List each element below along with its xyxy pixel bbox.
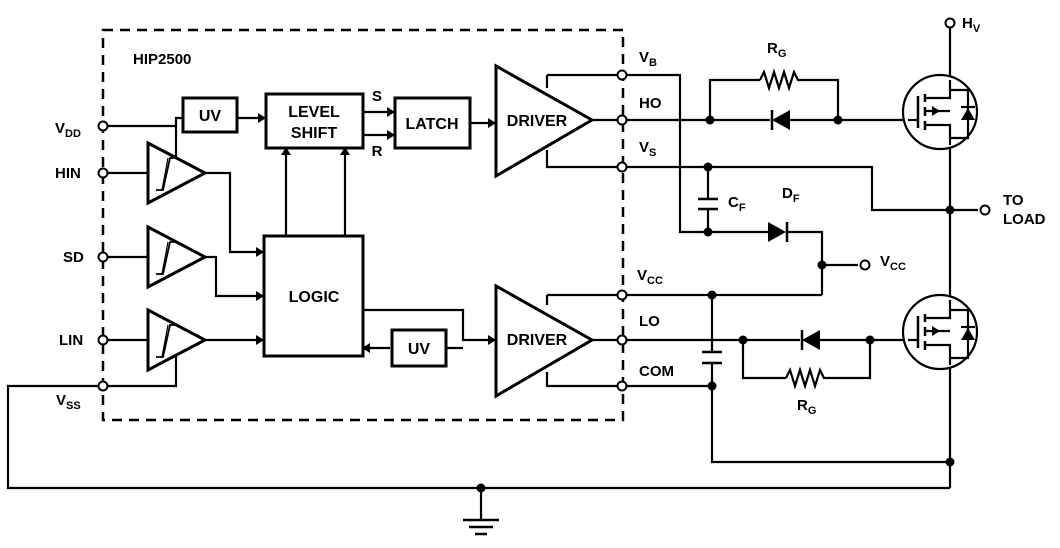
arrowheads: [183, 107, 496, 353]
pin-terminals: [97, 17, 991, 392]
low-side-driver-label: DRIVER: [507, 332, 568, 349]
mosfet-high-side: [901, 73, 979, 151]
high-side-driver: [494, 63, 596, 179]
junction-dots: [476, 115, 955, 493]
set-signal-label: S: [372, 88, 382, 105]
latch-block: [393, 96, 472, 150]
capacitor-vcc: [702, 350, 722, 365]
pin-label-vss: VSS: [56, 392, 81, 412]
reset-signal-label: R: [372, 143, 383, 160]
high-side-driver-label: DRIVER: [507, 113, 568, 130]
level-shift-label-line1: LEVEL: [288, 104, 340, 121]
chip-boundary: [101, 28, 625, 422]
uv-block-top: [181, 96, 239, 134]
diode-lo: [800, 330, 820, 350]
uv-block-bottom: [390, 328, 448, 368]
label-rg-top: RG: [767, 40, 786, 60]
ground-symbol: [463, 518, 499, 536]
low-side-driver: [494, 283, 596, 399]
schmitt-buffer-lin: [146, 307, 209, 373]
pin-label-vb: VB: [639, 49, 657, 69]
pin-label-sd: SD: [63, 249, 84, 266]
label-cf: CF: [728, 194, 746, 214]
logic-label: LOGIC: [289, 289, 340, 306]
latch-label: LATCH: [405, 116, 458, 133]
pin-label-hin: HIN: [55, 165, 81, 182]
label-to: TO: [1003, 192, 1024, 209]
pin-label-vcc: VCC: [637, 267, 663, 287]
label-load: LOAD: [1003, 211, 1046, 228]
resistor-rg-bottom: [785, 366, 826, 390]
pin-label-ho: HO: [639, 95, 662, 112]
label-df: DF: [782, 185, 800, 205]
diode-ho: [770, 110, 790, 130]
chip-name: HIP2500: [133, 51, 191, 68]
uv-block-top-label: UV: [199, 108, 222, 125]
pin-label-lin: LIN: [59, 332, 83, 349]
level-shift-block: [264, 92, 365, 150]
pin-label-com: COM: [639, 363, 674, 380]
schmitt-buffer-sd: [146, 224, 209, 290]
uv-block-bottom-label: UV: [408, 341, 431, 358]
label-rg-bottom: RG: [797, 397, 816, 417]
pin-label-lo: LO: [639, 313, 660, 330]
pin-label-vdd: VDD: [55, 120, 81, 140]
internal-wires: [108, 73, 622, 388]
external-wires: [6, 28, 978, 520]
resistor-rg-top: [759, 68, 800, 92]
logic-block: [262, 234, 365, 358]
diode-df: [768, 222, 789, 242]
schmitt-buffer-hin: [146, 140, 209, 206]
capacitor-cf: [698, 197, 718, 211]
level-shift-label-line2: SHIFT: [291, 125, 337, 142]
label-vcc-external: VCC: [880, 253, 906, 273]
pin-label-vs: VS: [639, 139, 656, 159]
label-hv: HV: [962, 15, 981, 35]
mosfet-low-side: [901, 293, 979, 371]
